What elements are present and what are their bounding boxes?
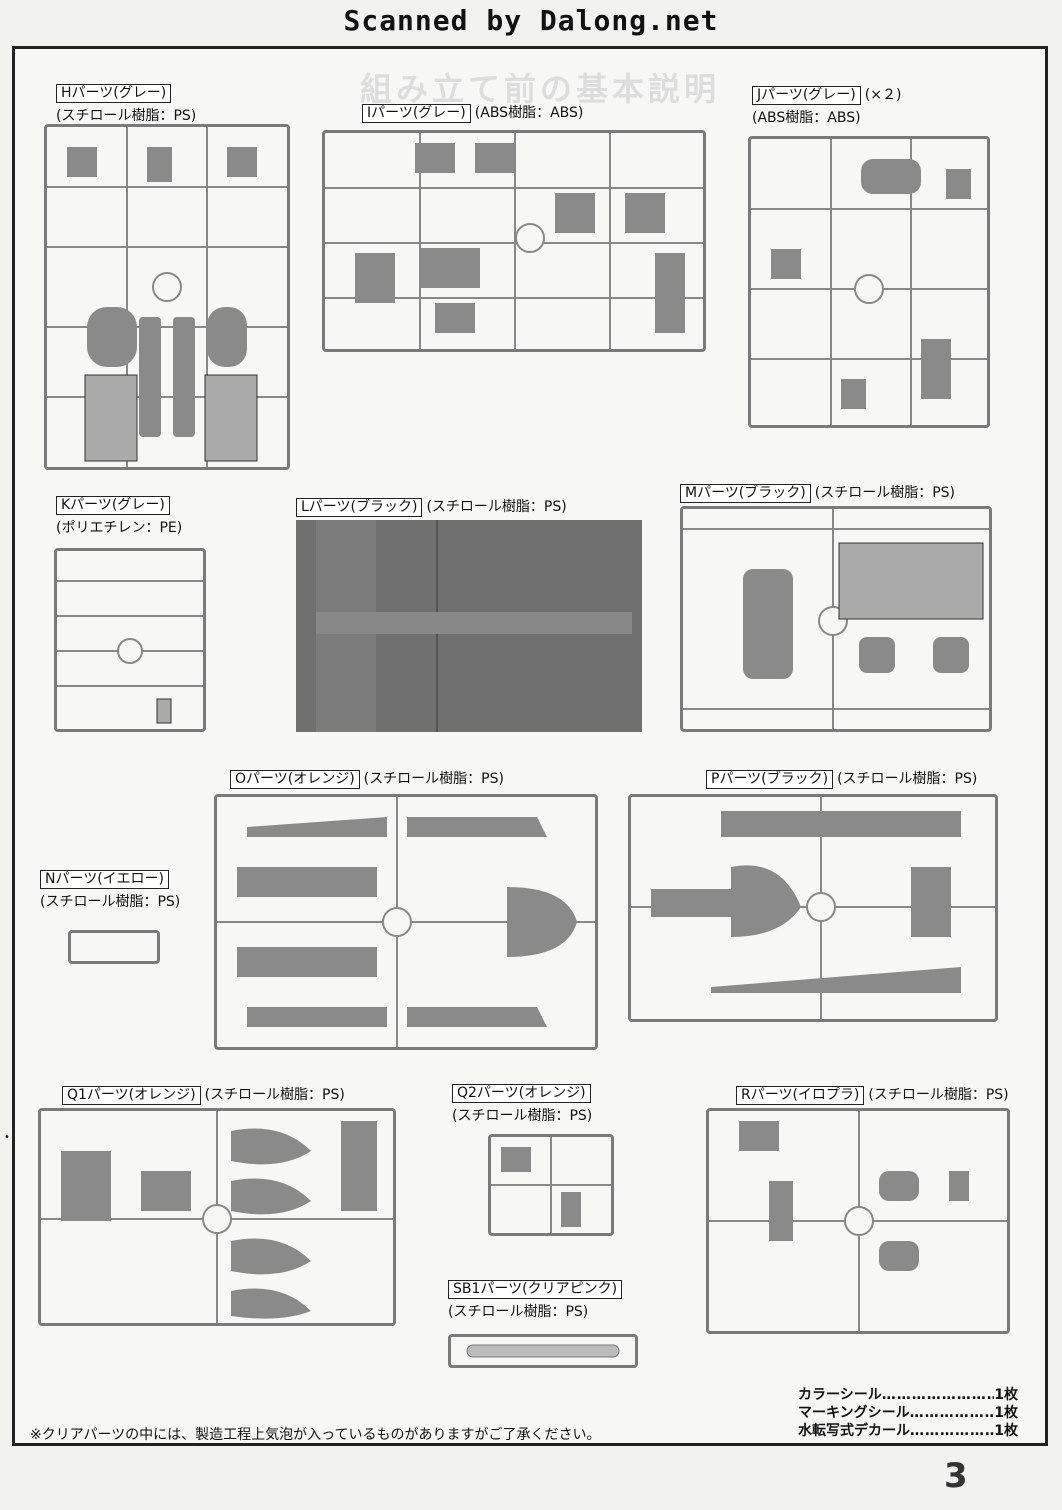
runner-n-label: Nパーツ(イエロー) (スチロール樹脂：PS) [40,870,180,911]
runner-r-parts [709,1111,1007,1331]
runner-j-material: (ABS樹脂：ABS) [752,110,861,126]
runner-h-material: (スチロール樹脂：PS) [56,108,197,124]
runner-j-parts [751,139,987,425]
runner-q2-material: (スチロール樹脂：PS) [452,1108,593,1124]
runner-n-sprue [68,930,160,964]
runner-r-name: Rパーツ(イロプラ) [736,1086,865,1105]
runner-q1-material: (スチロール樹脂：PS) [204,1087,345,1103]
page-number: 3 [944,1456,968,1496]
runner-o-parts [217,797,595,1047]
scan-watermark: Scanned by Dalong.net [343,4,719,37]
runner-q2-label: Q2パーツ(オレンジ) (スチロール樹脂：PS) [452,1084,592,1125]
runner-n-name: Nパーツ(イエロー) [40,870,169,889]
decal-name: 水転写式デカール [798,1423,910,1439]
decal-row-water-decal: 水転写式デカール……………………………1枚 [798,1422,1018,1440]
runner-m-parts [683,509,989,729]
runner-l-label: Lパーツ(ブラック)(スチロール樹脂：PS) [296,496,567,517]
runner-q2-name: Q2パーツ(オレンジ) [452,1084,591,1103]
runner-h-name: Hパーツ(グレー) [56,84,172,103]
runner-k-name: Kパーツ(グレー) [56,496,170,515]
runner-n-material: (スチロール樹脂：PS) [40,894,181,910]
runner-m-name: Mパーツ(ブラック) [680,484,811,503]
decal-qty: 1枚 [994,1405,1018,1421]
runner-k-label: Kパーツ(グレー) (ポリエチレン：PE) [56,496,182,537]
leader-dots: …………………………… [881,1387,995,1403]
runner-q1-parts [41,1111,393,1323]
leader-dots: …………………………… [909,1405,995,1421]
runner-sb1-parts [466,1344,620,1358]
runner-r-label: Rパーツ(イロプラ)(スチロール樹脂：PS) [736,1084,1009,1105]
page-heading: 組み立て前の基本説明 [359,70,720,108]
runner-j-name: Jパーツ(グレー) [752,86,861,105]
runner-o-label: Oパーツ(オレンジ)(スチロール樹脂：PS) [230,768,504,789]
runner-o-name: Oパーツ(オレンジ) [230,770,360,789]
runner-p-label: Pパーツ(ブラック)(スチロール樹脂：PS) [706,768,977,789]
runner-sb1-sprue [448,1334,638,1368]
runner-l-panel [296,520,642,732]
runner-q2-sprue [488,1134,614,1236]
runner-h-sprue [44,124,290,470]
runner-k-parts [57,580,203,724]
runner-j-sprue [748,136,990,428]
decal-list: カラーシール……………………………1枚 マーキングシール……………………………1… [798,1386,1018,1440]
runner-p-parts [631,797,995,1019]
runner-i-sprue [322,130,706,352]
clear-parts-note: ※クリアパーツの中には、製造工程上気泡が入っているものがありますがご了承ください… [30,1427,601,1443]
runner-q1-label: Q1パーツ(オレンジ)(スチロール樹脂：PS) [62,1084,345,1105]
runner-i-name: Ⅰパーツ(グレー) [362,104,471,123]
runner-sb1-name: SB1パーツ(クリアピンク) [448,1280,623,1299]
runner-r-material: (スチロール樹脂：PS) [868,1087,1009,1103]
runner-q1-sprue [38,1108,396,1326]
decal-row-color-sticker: カラーシール……………………………1枚 [798,1386,1018,1404]
runner-q1-name: Q1パーツ(オレンジ) [62,1086,201,1105]
decal-qty: 1枚 [994,1387,1018,1403]
runner-m-sprue [680,506,992,732]
leader-dots: …………………………… [910,1423,994,1439]
runner-h-parts [47,127,287,467]
runner-l-material: (スチロール樹脂：PS) [426,499,567,515]
runner-p-material: (スチロール樹脂：PS) [837,771,978,787]
runner-j-qty: (×２) [864,87,902,103]
runner-k-material: (ポリエチレン：PE) [56,520,183,536]
runner-sb1-material: (スチロール樹脂：PS) [448,1304,589,1320]
runner-m-material: (スチロール樹脂：PS) [814,485,955,501]
runner-l-name: Lパーツ(ブラック) [296,498,423,517]
runner-o-sprue [214,794,598,1050]
runner-r-sprue [706,1108,1010,1334]
runner-h-label: Hパーツ(グレー) (スチロール樹脂：PS) [56,84,196,125]
margin-bullet: • [4,1132,10,1143]
runner-p-sprue [628,794,998,1022]
runner-p-name: Pパーツ(ブラック) [706,770,834,789]
runner-q2-parts [491,1137,611,1233]
runner-i-parts [325,133,703,349]
runner-l-slot [316,612,632,634]
runner-j-label: Jパーツ(グレー)(×２) (ABS樹脂：ABS) [752,84,901,127]
decal-row-marking-sticker: マーキングシール……………………………1枚 [798,1404,1018,1422]
runner-o-material: (スチロール樹脂：PS) [363,771,504,787]
runner-i-label: Ⅰパーツ(グレー)(ABS樹脂：ABS) [362,102,583,123]
runner-m-label: Mパーツ(ブラック)(スチロール樹脂：PS) [680,482,955,503]
runner-i-material: (ABS樹脂：ABS) [474,105,584,121]
runner-sb1-label: SB1パーツ(クリアピンク) (スチロール樹脂：PS) [448,1280,623,1321]
runner-k-sprue [54,548,206,732]
decal-name: カラーシール [798,1387,882,1403]
decal-name: マーキングシール [798,1405,910,1421]
decal-qty: 1枚 [994,1423,1018,1439]
